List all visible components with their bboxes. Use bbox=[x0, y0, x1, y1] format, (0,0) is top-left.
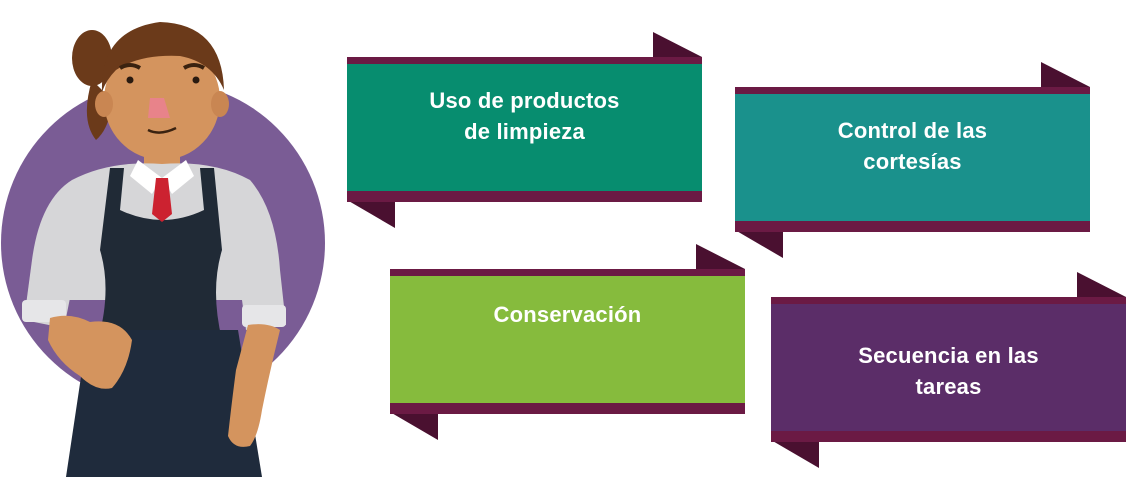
banner-label: Uso de productos de limpieza bbox=[429, 87, 620, 144]
banner-secuencia-en-las-tareas: Secuencia en las tareas bbox=[771, 272, 1126, 470]
banner-control-de-las-cortesias: Control de las cortesías bbox=[735, 62, 1091, 260]
waitress-illustration bbox=[1, 22, 325, 477]
banner-fill bbox=[771, 304, 1126, 431]
ribbon-shape bbox=[390, 244, 745, 440]
banner-label: Conservación bbox=[493, 302, 642, 327]
banner-fill bbox=[390, 276, 745, 403]
ribbon-shape bbox=[735, 62, 1090, 258]
banner-fill bbox=[347, 64, 702, 191]
ribbon-shape bbox=[771, 272, 1126, 468]
ribbon-shape bbox=[347, 32, 702, 228]
banner-label: Secuencia en las tareas bbox=[858, 342, 1039, 399]
banner-conservacion: Conservación bbox=[390, 244, 746, 442]
banner-uso-de-productos: Uso de productos de limpieza bbox=[347, 32, 703, 230]
banner-label: Control de las cortesías bbox=[837, 117, 988, 174]
banner-fill bbox=[735, 94, 1090, 221]
